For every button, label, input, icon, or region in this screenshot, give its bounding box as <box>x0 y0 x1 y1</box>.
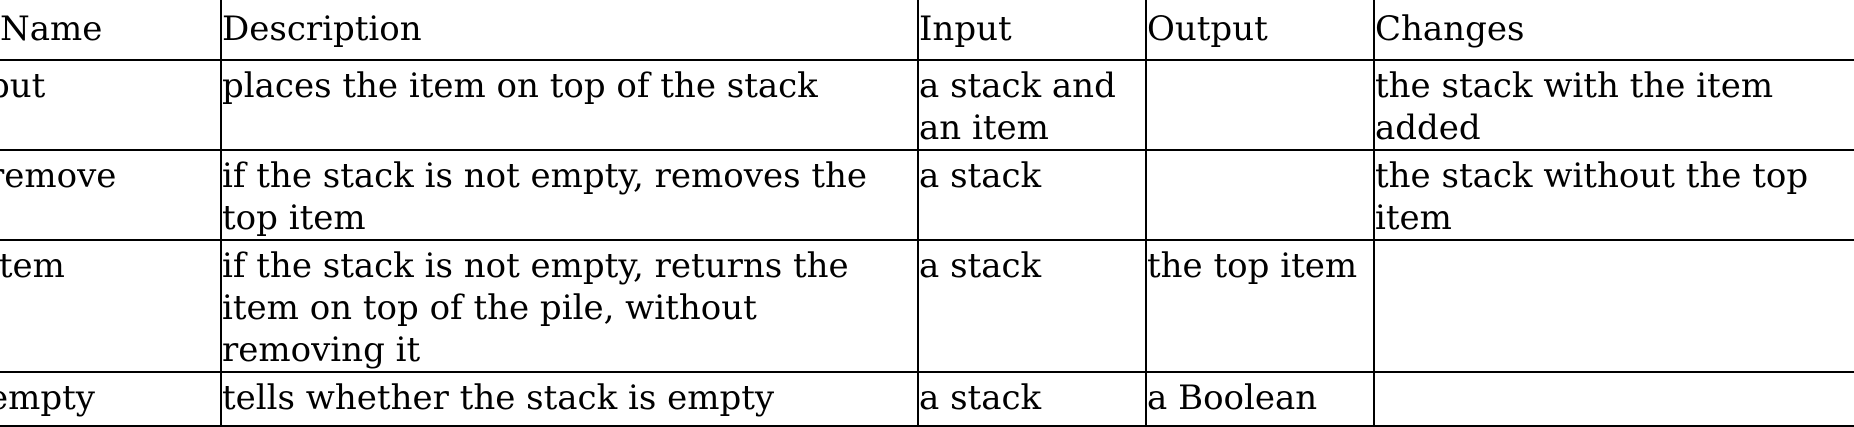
cell-changes <box>1373 372 1854 427</box>
cell-description: tells whether the stack is empty <box>220 372 918 427</box>
cell-changes: the stack without the top item <box>1373 150 1854 241</box>
cell-changes <box>1373 240 1854 373</box>
table-header: Name Description Input Output Changes <box>0 0 1854 61</box>
cell-name: empty <box>0 372 221 427</box>
table-row: remove if the stack is not empty, remove… <box>0 150 1854 241</box>
header-name: Name <box>0 0 221 61</box>
cell-output: the top item <box>1145 240 1374 373</box>
cell-input: a stack <box>917 372 1146 427</box>
cell-description: if the stack is not empty, removes the t… <box>220 150 918 241</box>
cell-input: a stack and an item <box>917 60 1146 151</box>
cell-output <box>1145 60 1374 151</box>
table-row: item if the stack is not empty, returns … <box>0 240 1854 373</box>
table-row: empty tells whether the stack is empty a… <box>0 372 1854 427</box>
cell-description: places the item on top of the stack <box>220 60 918 151</box>
cell-description: if the stack is not empty, returns the i… <box>220 240 918 373</box>
cell-name: put <box>0 60 221 151</box>
cell-changes: the stack with the item added <box>1373 60 1854 151</box>
cell-input: a stack <box>917 240 1146 373</box>
header-input: Input <box>917 0 1146 61</box>
cell-name: remove <box>0 150 221 241</box>
operation-name: put <box>0 66 46 106</box>
operation-name: remove <box>0 156 117 196</box>
cell-output: a Boolean <box>1145 372 1374 427</box>
header-row: Name Description Input Output Changes <box>0 0 1854 61</box>
table-body: put places the item on top of the stack … <box>0 60 1854 427</box>
header-output: Output <box>1145 0 1374 61</box>
cell-input: a stack <box>917 150 1146 241</box>
cell-output <box>1145 150 1374 241</box>
table-row: put places the item on top of the stack … <box>0 60 1854 151</box>
header-changes: Changes <box>1373 0 1854 61</box>
operation-name: item <box>0 246 65 286</box>
operation-name: empty <box>0 378 95 418</box>
cell-name: item <box>0 240 221 373</box>
header-description: Description <box>220 0 918 61</box>
